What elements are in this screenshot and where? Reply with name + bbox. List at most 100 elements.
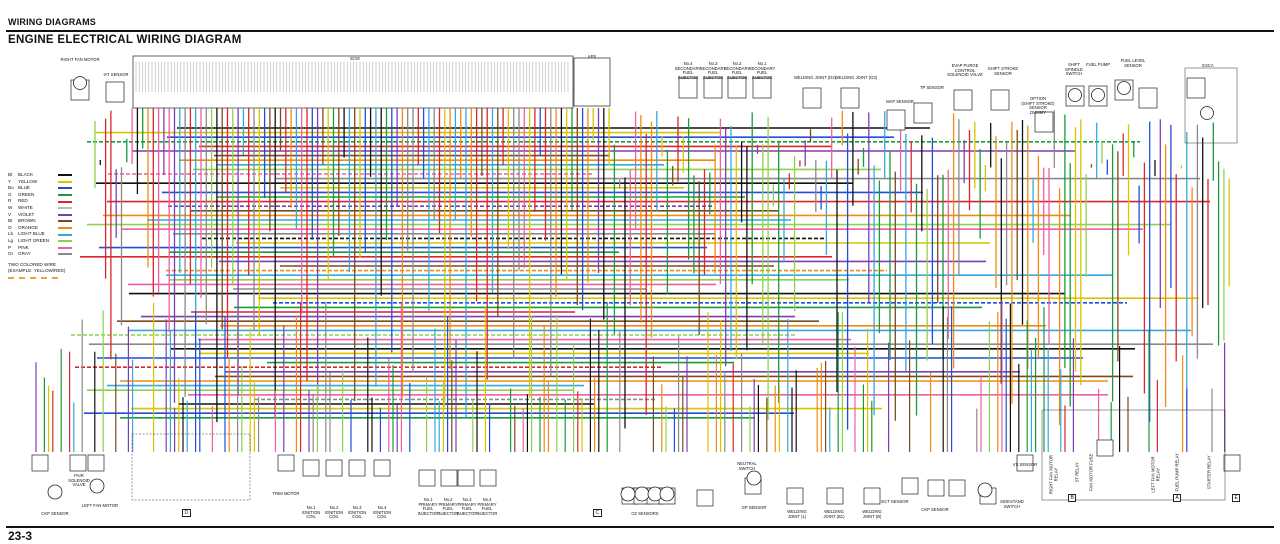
component-connector: [373, 459, 391, 477]
component-connector: [953, 89, 973, 111]
legend-row: Bu BLUE: [8, 185, 72, 192]
component-connector: [863, 487, 881, 505]
legend-code: G: [8, 191, 12, 197]
label-ect: ECT SENSOR: [881, 499, 909, 504]
label-ffr: FAN MOTOR FUSE: [1088, 453, 1094, 491]
sensor-symbol: [659, 486, 675, 502]
component-connector: [948, 479, 966, 497]
relay-box-frame: [1041, 409, 1226, 501]
label-map: MAP SENSOR: [886, 99, 914, 104]
label-inj2: No.2 SECONDARY FUEL INJECTOR: [723, 61, 751, 80]
legend-code: Lb: [8, 231, 14, 237]
component-connector: [348, 459, 366, 477]
motor-symbol: [1200, 106, 1214, 120]
legend-swatch: [58, 187, 72, 190]
label-fp: FUEL PUMP: [1086, 62, 1110, 67]
label-inj4: No.4 SECONDARY FUEL INJECTOR: [674, 61, 702, 80]
legend-code: Br: [8, 218, 13, 224]
legend-code: P: [8, 244, 12, 250]
legend-swatch: [58, 233, 72, 236]
legend-swatch: [58, 253, 72, 256]
legend-code: O: [8, 224, 12, 230]
connector-letter-tag: B: [1068, 494, 1077, 502]
component-connector: [727, 77, 747, 99]
label-neutral: NEUTRAL SWITCH: [737, 461, 757, 471]
label-pair: PAIR SOLENOID VALVE: [68, 473, 90, 488]
label-wjg: WELDING JOINT (G3): [834, 75, 878, 80]
label-wjd2: WELDING JOINT (D2): [793, 75, 837, 80]
connector-letter-tag: C: [593, 509, 602, 517]
label-ic2: No.2 IGNITION COIL: [324, 505, 344, 520]
component-connector: [69, 454, 87, 472]
header-rule: [6, 30, 1274, 32]
connector-letter-tag: E: [1232, 494, 1241, 502]
legend-swatch: [58, 213, 72, 216]
legend-code: Bu: [8, 185, 14, 191]
label-wj2: WELDING JOINT (B1): [823, 509, 845, 519]
legend-code: R: [8, 198, 12, 204]
label-fls: FUEL LEVEL SENSOR: [1120, 58, 1146, 68]
sensor-symbol: [89, 478, 105, 494]
label-rfm: RIGHT FAN MOTOR: [60, 57, 100, 62]
component-connector: [840, 87, 860, 109]
legend-color-name: BLACK: [18, 172, 34, 177]
legend-color-name: GRAY: [18, 251, 31, 257]
legend-color-name: ORANGE: [18, 224, 38, 230]
legend-row: Bl BLACK: [8, 172, 72, 179]
component-connector: [913, 102, 933, 124]
aps-connector-block: [573, 57, 611, 107]
component-connector: [752, 77, 772, 99]
component-connector: [826, 487, 844, 505]
legend-swatch: [58, 246, 72, 249]
legend-swatch: [58, 180, 72, 183]
label-lfr: LEFT FAN MOTOR RELAY: [1150, 456, 1160, 493]
legend-row: O ORANGE: [8, 225, 72, 232]
label-iat: IAT SENSOR: [103, 72, 129, 77]
section-heading: WIRING DIAGRAMS: [8, 17, 96, 27]
label-inj3: No.3 SECONDARY FUEL INJECTOR: [699, 61, 727, 80]
component-connector: [1223, 454, 1241, 472]
component-connector: [105, 81, 125, 103]
legend-code: Lg: [8, 237, 14, 243]
sensor-symbol: [620, 486, 636, 502]
label-pi1: No.1 PRIMARY FUEL INJECTOR: [417, 497, 439, 516]
label-ic3: No.3 IGNITION COIL: [347, 505, 367, 520]
label-dummy: OPTION (SHIFT STROKE) SENSOR DUMMY: [1021, 96, 1055, 115]
label-fpr: FUEL PUMP RELAY: [1174, 453, 1180, 492]
component-connector: [479, 469, 497, 487]
legend-code: Bl: [8, 172, 13, 177]
legend-note: TWO COLORED WIRE(EXAMPLE: YELLOW/RED): [8, 262, 72, 279]
legend-color-name: LIGHT GREEN: [18, 237, 50, 243]
legend-code: V: [8, 211, 12, 217]
component-connector: [440, 469, 458, 487]
legend-color-name: BLUE: [18, 185, 31, 191]
component-connector: [1016, 454, 1034, 472]
sensor-symbol: [47, 484, 63, 500]
label-o2: O2 SENSORS: [631, 511, 659, 516]
legend-swatch: [58, 240, 72, 243]
label-inj1: No.1 SECONDARY FUEL INJECTOR: [748, 61, 776, 80]
legend-code: Y: [8, 178, 12, 184]
component-connector: [325, 459, 343, 477]
legend-row: V VIOLET: [8, 212, 72, 219]
component-connector: [886, 109, 906, 131]
label-vs: VS SENSOR: [1012, 462, 1038, 467]
label-ckp: CKP SENSOR: [41, 511, 69, 516]
legend-note-line1: TWO COLORED WIRE: [8, 261, 56, 267]
label-wj3: WELDING JOINT (B): [862, 509, 882, 519]
sensor-symbol: [746, 470, 762, 486]
component-connector: [786, 487, 804, 505]
legend-color-name: VIOLET: [18, 211, 35, 217]
label-ckps: CKP SENSOR: [921, 507, 949, 512]
label-ic4: No.4 IGNITION COIL: [372, 505, 392, 520]
legend-color-name: GREEN: [18, 191, 35, 197]
label-ecm: ECM: [350, 56, 360, 61]
label-rfr: RIGHT FAN MOTOR RELAY: [1048, 455, 1058, 495]
component-connector: [802, 87, 822, 109]
component-connector: [927, 479, 945, 497]
